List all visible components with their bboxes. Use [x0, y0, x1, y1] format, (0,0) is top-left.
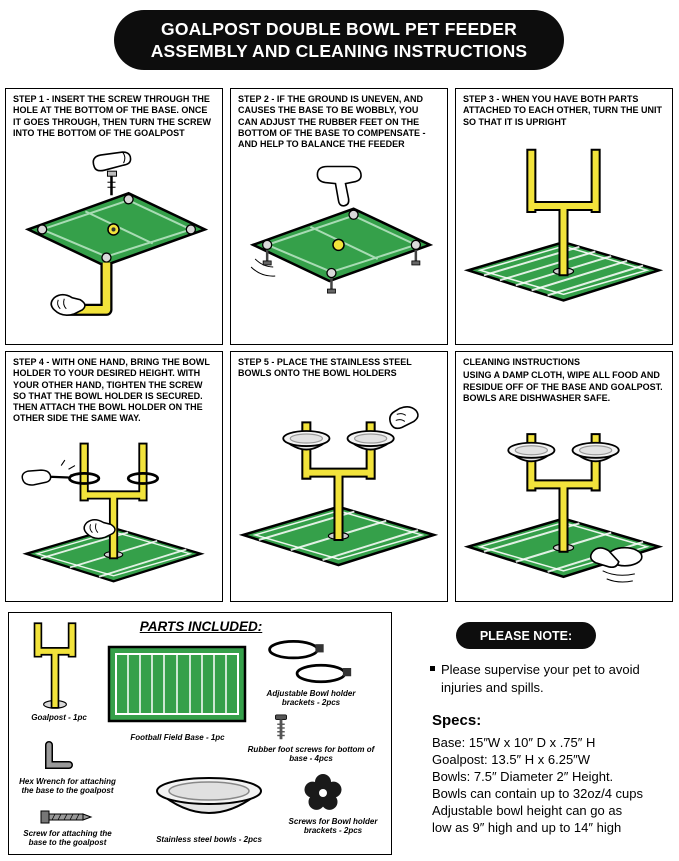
part-label-brackets: Adjustable Bowl holder brackets - 2pcs — [266, 689, 356, 708]
field-base-underside — [24, 191, 209, 267]
bowl-holder-screw-part-icon — [304, 774, 342, 810]
spec-line: Base: 15″W x 10″ D x .75″ H — [432, 735, 596, 750]
step-2-panel: STEP 2 - IF THE GROUND IS UNEVEN, AND CA… — [230, 88, 448, 345]
cleaning-text: USING A DAMP CLOTH, WIPE ALL FOOD AND RE… — [463, 370, 663, 403]
goalpost — [526, 148, 601, 277]
step-5-text: STEP 5 - PLACE THE STAINLESS STEEL BOWLS… — [238, 357, 412, 379]
cleaning-illustration — [463, 433, 664, 583]
left-bowl — [507, 441, 556, 463]
step-5-panel: STEP 5 - PLACE THE STAINLESS STEEL BOWLS… — [230, 351, 448, 602]
bullet-icon — [430, 666, 435, 671]
step-3-panel: STEP 3 - WHEN YOU HAVE BOTH PARTS ATTACH… — [455, 88, 673, 345]
bowl-holder-brackets-part-icon — [268, 640, 352, 684]
step-4-panel: STEP 4 - WITH ONE HAND, BRING THE BOWL H… — [5, 351, 223, 602]
step-1-illustration — [24, 151, 209, 316]
left-bowl — [282, 429, 331, 450]
goalpost — [79, 442, 148, 559]
field-base-underside — [249, 207, 434, 283]
goalpost — [526, 433, 601, 553]
step-2-illustration — [249, 165, 434, 294]
part-label-bowl-holder-screws: Screws for Bowl holder brackets - 2pcs — [288, 817, 378, 836]
parts-included-title: PARTS INCLUDED: — [139, 619, 263, 634]
step-1-text: STEP 1 - INSERT THE SCREW THROUGH THE HO… — [13, 94, 211, 138]
part-label-rubber-screws: Rubber foot screws for bottom of base - … — [247, 745, 375, 764]
gripping-hand-icon — [83, 518, 116, 539]
step-5-illustration — [238, 405, 439, 566]
stainless-bowl-part-icon — [156, 777, 262, 814]
pointing-hand-icon — [316, 165, 362, 207]
parts-included-box: PARTS INCLUDED: Goalpost - 1pc Football … — [8, 612, 392, 855]
please-note-banner: PLEASE NOTE: — [456, 622, 596, 649]
step-3-illustration — [463, 148, 664, 302]
rubber-foot-screws — [250, 250, 421, 294]
spec-line: Bowls: 7.5″ Diameter 2″ Height. — [432, 769, 614, 784]
tightening-hand-icon — [21, 459, 78, 486]
field-base-part-icon — [107, 645, 247, 723]
placing-hand-icon — [389, 405, 419, 429]
specs-lines: Base: 15″W x 10″ D x .75″ H Goalpost: 13… — [432, 734, 672, 836]
spec-line: Bowls can contain up to 32oz/4 cups — [432, 786, 644, 801]
right-bowl — [346, 429, 395, 450]
attachment-screw-part-icon — [40, 810, 93, 824]
part-label-field-base: Football Field Base - 1pc — [130, 733, 225, 742]
spec-line: Goalpost: 13.5″ H x 6.25″W — [432, 752, 591, 767]
step-1-panel: STEP 1 - INSERT THE SCREW THROUGH THE HO… — [5, 88, 223, 345]
part-label-hex-wrench: Hex Wrench for attaching the base to the… — [19, 777, 116, 796]
note-row: Please supervise your pet to avoid injur… — [430, 661, 662, 696]
please-note-title: PLEASE NOTE: — [479, 628, 573, 643]
note-text: Please supervise your pet to avoid injur… — [441, 662, 640, 695]
cleaning-title: CLEANING INSTRUCTIONS — [463, 357, 580, 367]
spec-line: low as 9″ high and up to 14″ high — [432, 820, 622, 835]
step-3-text: STEP 3 - WHEN YOU HAVE BOTH PARTS ATTACH… — [463, 94, 662, 127]
right-bowl — [571, 441, 620, 463]
title-banner: GOALPOST DOUBLE BOWL PET FEEDER ASSEMBLY… — [114, 10, 564, 70]
step-4-text: STEP 4 - WITH ONE HAND, BRING THE BOWL H… — [13, 357, 210, 424]
goalpost-part-icon — [33, 622, 77, 709]
part-label-attachment-screw: Screw for attaching the base to the goal… — [23, 829, 112, 848]
cleaning-panel: CLEANING INSTRUCTIONS USING A DAMP CLOTH… — [455, 351, 673, 602]
hand-holding-screw-icon — [92, 151, 132, 196]
bowl-holder-ring — [68, 471, 101, 485]
spec-line: Adjustable bowl height can go as — [432, 803, 623, 818]
hex-wrench-part-icon — [45, 741, 73, 769]
title-line-1: GOALPOST DOUBLE BOWL PET FEEDER — [161, 18, 517, 39]
rubber-foot-screw-part-icon — [275, 714, 287, 740]
goalpost — [301, 420, 376, 541]
bowl-holder-ring — [126, 471, 160, 485]
part-label-bowls: Stainless steel bowls - 2pcs — [156, 835, 262, 844]
part-label-goalpost: Goalpost - 1pc — [31, 713, 87, 722]
step-4-illustration — [21, 442, 205, 582]
step-2-text: STEP 2 - IF THE GROUND IS UNEVEN, AND CA… — [238, 94, 426, 149]
gripping-hand-icon — [50, 293, 86, 316]
wiping-hand-with-cloth-icon — [589, 546, 643, 583]
specs-title: Specs: — [432, 712, 482, 729]
title-line-2: ASSEMBLY AND CLEANING INSTRUCTIONS — [150, 40, 528, 61]
